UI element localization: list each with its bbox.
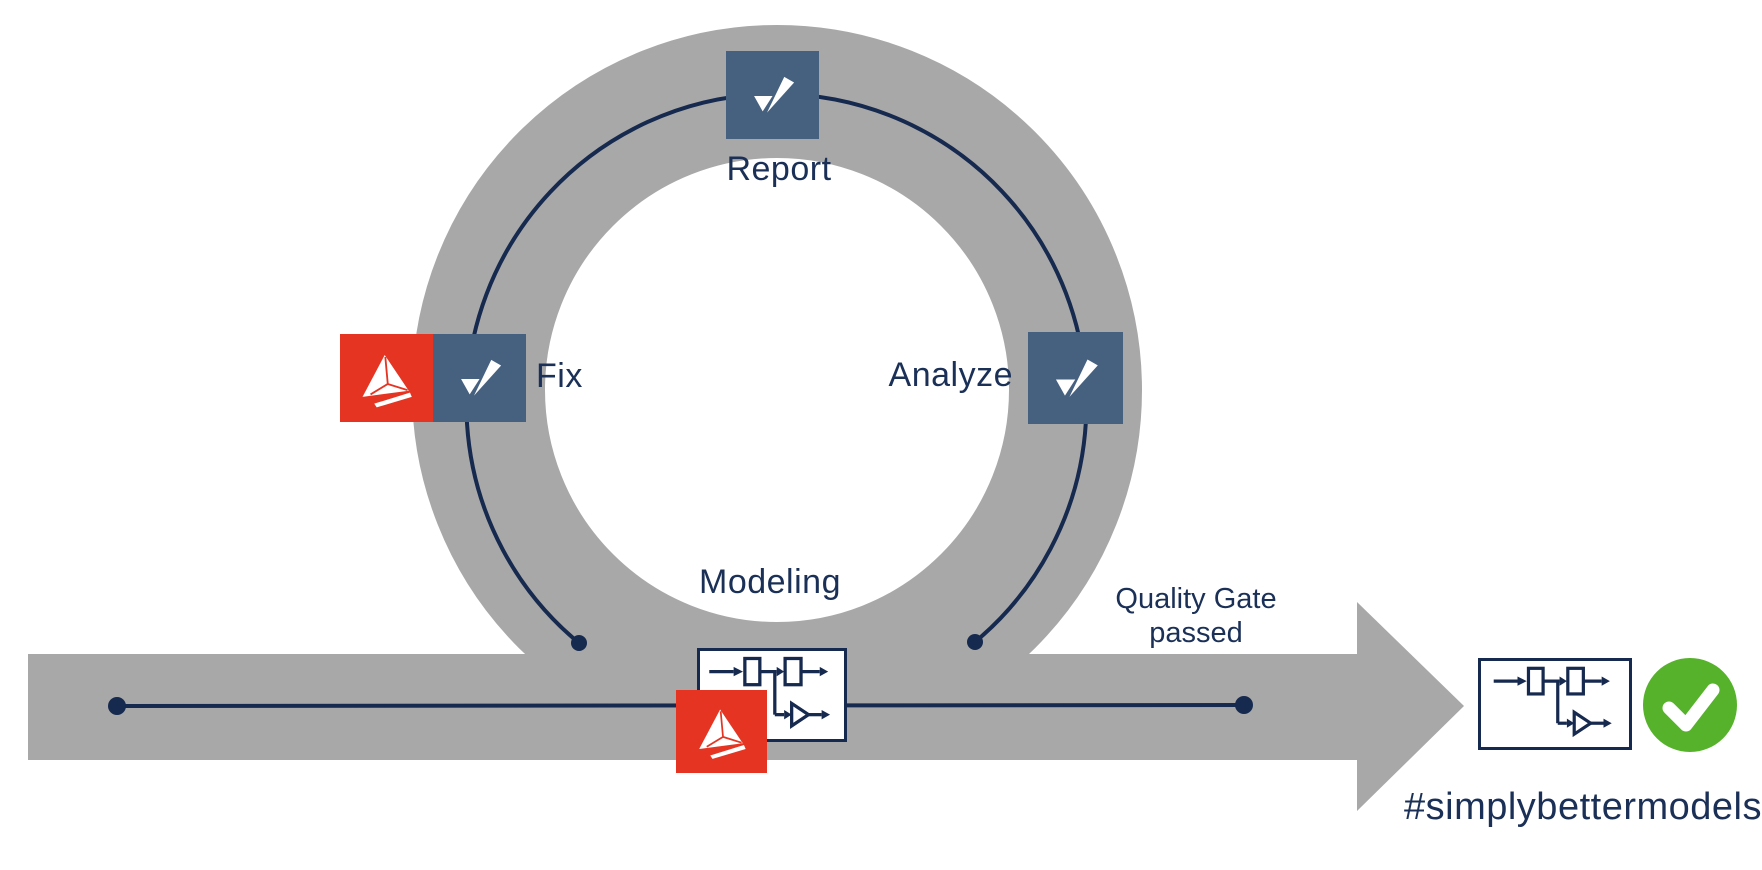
pyramid-triangle-icon [354,347,419,409]
check-flag-icon [447,347,512,409]
modeling-analyzer-icon [676,690,767,773]
quality-gate-line1: Quality Gate [1115,583,1277,615]
stage-label-report: Report [726,150,832,188]
result-model-box [1478,658,1632,750]
analyze-tool-icon [1028,332,1123,424]
fix-analyzer-icon [340,334,433,422]
report-tool-icon [726,51,819,139]
path-endpoint-dot [1235,696,1253,714]
path-endpoint-dot [571,635,587,651]
green-check-circle-icon [1643,658,1737,752]
check-flag-icon [1042,346,1109,410]
block-diagram-icon [1481,661,1629,747]
quality-gate-note: Quality Gate passed [1096,582,1296,650]
pyramid-triangle-icon [690,702,754,760]
check-flag-icon [740,64,805,126]
fix-test-icon [433,334,526,422]
quality-gate-line2: passed [1149,617,1243,649]
stage-label-analyze: Analyze [888,356,1013,394]
stage-label-fix: Fix [536,357,583,395]
path-endpoint-dot [967,634,983,650]
stage-label-modeling: Modeling [699,563,841,601]
check-icon [1662,683,1720,732]
path-endpoint-dot [108,697,126,715]
hashtag-text: #simplybettermodels [1404,786,1762,828]
